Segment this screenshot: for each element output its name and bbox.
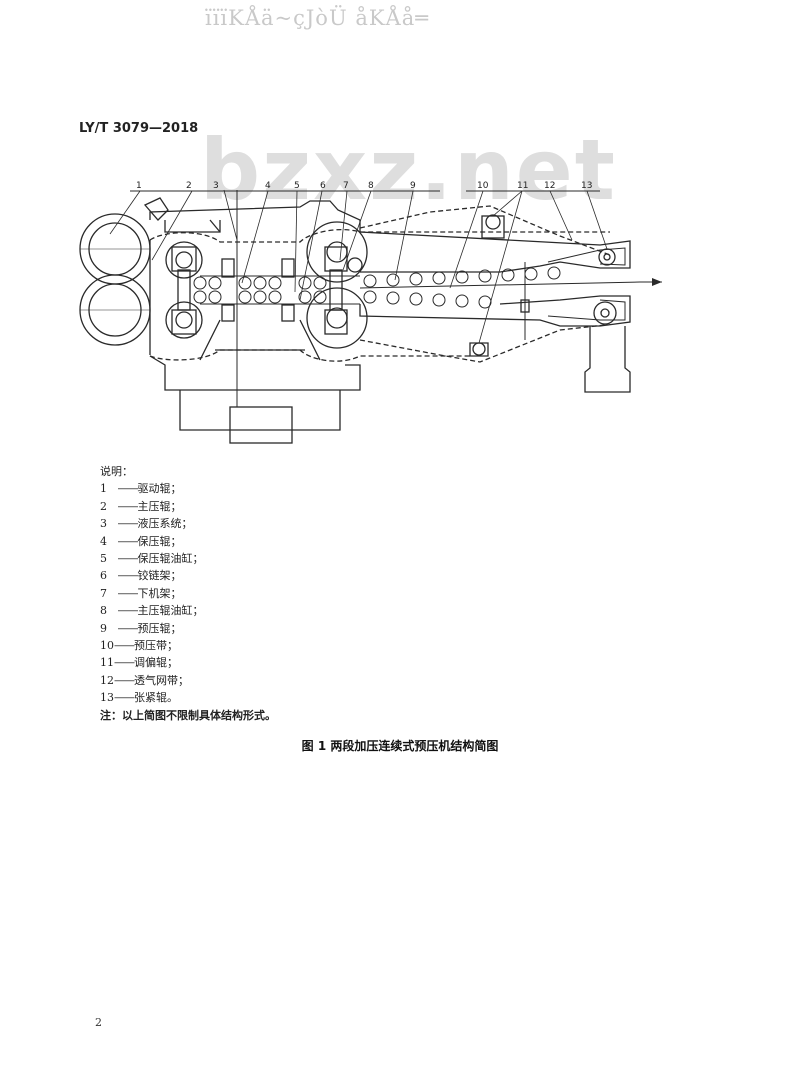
legend-item: 9 ——预压辊； — [100, 621, 182, 635]
legend-title: 说明： — [100, 465, 133, 478]
callout-13: 13 — [581, 181, 592, 191]
legend-item: 13——张紧辊。 — [100, 691, 178, 705]
page-number: 2 — [95, 1016, 102, 1029]
callout-5: 5 — [294, 181, 300, 191]
figure-note: 注：以上简图不限制具体结构形式。 — [100, 708, 276, 722]
callout-1: 1 — [136, 181, 142, 191]
legend-item: 6 ——铰链架； — [100, 569, 182, 583]
legend-item: 4 ——保压辊； — [100, 534, 182, 548]
standard-code: LY/T 3079—2018 — [79, 121, 199, 136]
callout-12: 12 — [544, 181, 555, 191]
legend-item: 12——透气网带； — [100, 673, 189, 687]
page-header-title: ïïïKÅä~çJòÜ åKÅå═ — [205, 6, 429, 30]
callout-2: 2 — [186, 181, 192, 191]
legend-item: 3 ——液压系统； — [100, 517, 193, 531]
legend-item: 1 ——驱动辊； — [100, 482, 182, 496]
callout-4: 4 — [265, 181, 271, 191]
figure-caption: 图 1 两段加压连续式预压机结构简图 — [301, 739, 499, 753]
figure-legend: 说明： 1 ——驱动辊； 2 ——主压辊； 3 ——液压系统； 4 ——保压辊；… — [100, 463, 276, 724]
callout-10: 10 — [477, 181, 489, 191]
watermark: bzxz.net — [200, 121, 617, 219]
legend-item: 5 ——保压辊油缸； — [100, 552, 204, 566]
callout-6: 6 — [320, 181, 326, 191]
legend-item: 8 ——主压辊油缸； — [100, 604, 204, 618]
callout-11: 11 — [517, 181, 528, 191]
callout-8: 8 — [368, 181, 374, 191]
prepress-machine-diagram: 1 2 3 4 5 6 7 8 9 10 11 12 13 — [79, 181, 662, 444]
callout-3: 3 — [213, 181, 219, 191]
legend-item: 2 ——主压辊； — [100, 499, 182, 513]
legend-item: 7 ——下机架； — [100, 586, 182, 600]
callout-9: 9 — [410, 181, 416, 191]
callout-7: 7 — [343, 181, 349, 191]
legend-item: 11——调偏辊； — [100, 656, 178, 670]
legend-item: 10——预压带； — [100, 639, 178, 653]
